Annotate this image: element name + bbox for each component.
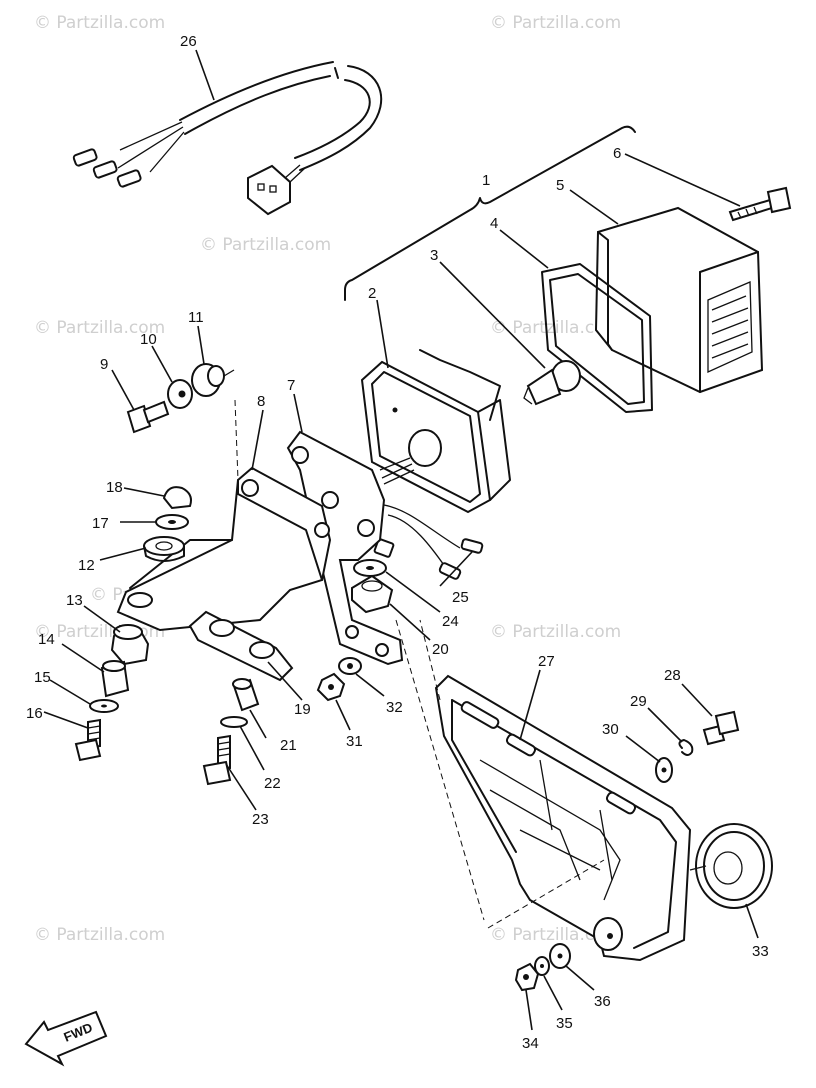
callout-32: 32 <box>386 699 403 716</box>
callout-18: 18 <box>106 479 123 496</box>
washer-15 <box>89 699 119 713</box>
callout-23: 23 <box>252 811 269 828</box>
pigtail-wires <box>373 504 484 580</box>
callout-11: 11 <box>188 309 204 326</box>
spacer-14 <box>100 660 130 698</box>
callout-15: 15 <box>34 669 51 686</box>
bulb <box>523 360 581 406</box>
watermark: © Partzilla.com <box>34 13 165 33</box>
grommet-11 <box>191 363 235 397</box>
lock-washer-35 <box>534 956 550 976</box>
callout-28: 28 <box>664 667 681 684</box>
callout-3: 3 <box>430 247 438 264</box>
callout-5: 5 <box>556 177 564 194</box>
watermark: © Partzilla.com <box>34 925 165 945</box>
bolt-16 <box>74 718 102 762</box>
washer-36 <box>549 943 571 969</box>
bolt-9 <box>126 400 170 434</box>
tail-light-lens <box>594 206 764 394</box>
collar-13 <box>110 624 150 666</box>
callout-27: 27 <box>538 653 555 670</box>
callout-29: 29 <box>630 693 647 710</box>
callout-12: 12 <box>78 557 95 574</box>
callout-35: 35 <box>556 1015 573 1032</box>
washer-32 <box>338 657 362 675</box>
mounting-plate <box>286 430 404 666</box>
lock-washer-29 <box>678 739 694 756</box>
forward-arrow-icon: FWD <box>24 1010 108 1067</box>
lens-screw <box>728 186 792 222</box>
callout-6: 6 <box>613 145 621 162</box>
callout-19: 19 <box>294 701 311 718</box>
bolt-28 <box>702 710 740 746</box>
callout-8: 8 <box>257 393 265 410</box>
callout-36: 36 <box>594 993 611 1010</box>
callout-33: 33 <box>752 943 769 960</box>
collar-21 <box>232 678 260 712</box>
washer-24 <box>353 559 387 577</box>
callout-2: 2 <box>368 285 376 302</box>
alignment-line <box>395 619 485 921</box>
washer-30 <box>655 757 673 783</box>
callout-labels: 1 2 3 4 5 6 7 8 9 10 11 12 13 14 15 16 1… <box>26 33 769 1052</box>
wire-harness <box>72 61 383 216</box>
callout-24: 24 <box>442 613 459 630</box>
light-housing <box>360 349 511 514</box>
callout-34: 34 <box>522 1035 539 1052</box>
damper-20 <box>351 574 394 614</box>
watermark: © Partzilla.com <box>34 318 165 338</box>
damper-12 <box>143 536 185 562</box>
callout-10: 10 <box>140 331 157 348</box>
callout-1: 1 <box>482 172 490 189</box>
watermark: © Partzilla.com <box>200 235 331 255</box>
lens-gasket <box>541 263 653 413</box>
callout-17: 17 <box>92 515 109 532</box>
callout-21: 21 <box>280 737 297 754</box>
callout-30: 30 <box>602 721 619 738</box>
washer-17 <box>155 514 189 530</box>
washer-10 <box>167 379 193 409</box>
reflector <box>689 823 773 909</box>
leader-lines <box>43 49 759 1031</box>
callout-31: 31 <box>346 733 363 750</box>
callout-26: 26 <box>180 33 197 50</box>
watermark: © Partzilla.com <box>490 318 621 338</box>
callout-16: 16 <box>26 705 43 722</box>
rubber-mount-19 <box>188 610 294 682</box>
callout-9: 9 <box>100 356 108 373</box>
callout-7: 7 <box>287 377 295 394</box>
watermark: © Partzilla.com <box>490 13 621 33</box>
callout-4: 4 <box>490 215 498 232</box>
tail-light-bracket <box>116 399 332 632</box>
bolt-23 <box>202 734 232 786</box>
callout-13: 13 <box>66 592 83 609</box>
nut-31 <box>316 672 346 702</box>
license-plate-bracket <box>419 619 692 962</box>
watermark: © Partzilla.com <box>490 622 621 642</box>
callout-20: 20 <box>432 641 449 658</box>
washer-22 <box>220 716 248 728</box>
assembly-bracket <box>344 125 636 301</box>
nut-34 <box>514 962 540 992</box>
callout-22: 22 <box>264 775 281 792</box>
cap-nut-18 <box>162 486 192 510</box>
callout-25: 25 <box>452 589 469 606</box>
callout-14: 14 <box>38 631 55 648</box>
